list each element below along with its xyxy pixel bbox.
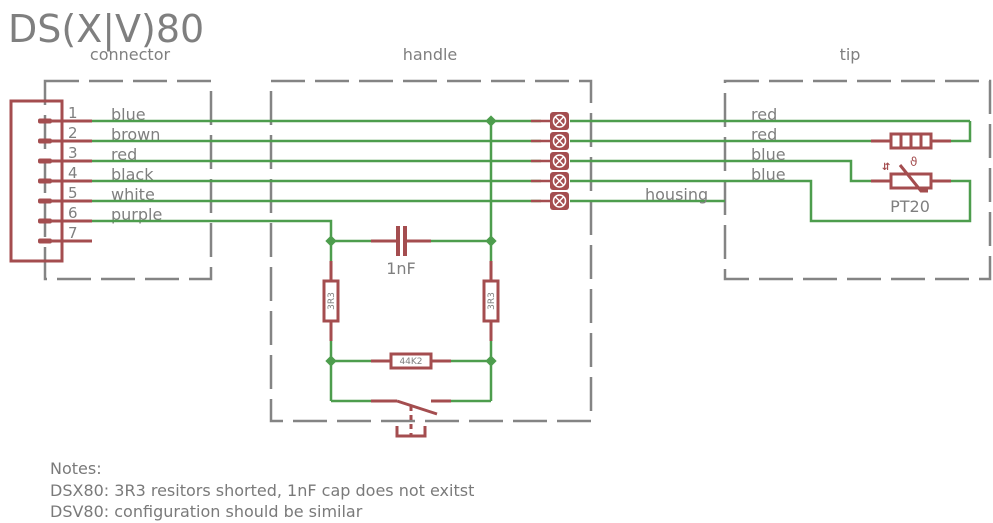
- handle-terminal: [531, 132, 569, 150]
- pin-number: 4: [68, 164, 78, 182]
- wire-color-label: purple: [111, 205, 162, 224]
- handle-terminal: [531, 172, 569, 190]
- resistor-left-3r3: [322, 261, 340, 341]
- handle-terminal: [531, 192, 569, 210]
- tip-wire-label: red: [751, 125, 777, 144]
- pin-number: 3: [68, 144, 78, 162]
- note-line: DSX80: 3R3 resitors shorted, 1nF cap doe…: [50, 481, 474, 500]
- wire-color-label: white: [111, 185, 155, 204]
- schematic-title: DS(X|V)80: [8, 7, 204, 52]
- wire-junction: [325, 235, 337, 247]
- resistor-bottom-label: 44K2: [399, 357, 422, 367]
- wire-3-tip: [570, 159, 871, 183]
- handle-terminal: [531, 112, 569, 130]
- main-wires: [92, 119, 972, 241]
- connector-block-label: connector: [90, 45, 171, 64]
- tip-block-label: tip: [840, 45, 861, 64]
- tip-loop-wire: [951, 121, 972, 143]
- resistor-right-label: 3R3: [487, 292, 497, 310]
- wire-color-label: brown: [111, 125, 160, 144]
- handle-network: 1nF 3R3 3R3 44K2: [322, 115, 500, 438]
- tip-frame: [723, 79, 992, 281]
- pin-number: 7: [68, 224, 78, 242]
- tip-heater: [871, 132, 951, 150]
- tip-thermistor: ⇵ ϑ: [871, 155, 951, 193]
- connector-pin-contact: [38, 218, 52, 224]
- handle-terminal: [531, 152, 569, 170]
- connector-pin-contact: [38, 178, 52, 184]
- wire-color-label: black: [111, 165, 154, 184]
- capacitor-1nf: [371, 226, 431, 256]
- wire-color-label: red: [111, 145, 137, 164]
- handle-block-label: handle: [403, 45, 458, 64]
- svg-text:⇵: ⇵: [882, 162, 890, 173]
- connector-pin-contact: [38, 138, 52, 144]
- tip-wire-label: blue: [751, 145, 786, 164]
- connector-pin-contact: [38, 198, 52, 204]
- connector-pin-contact: [38, 238, 52, 244]
- pin-number: 6: [68, 204, 78, 222]
- capacitor-label: 1nF: [386, 259, 416, 278]
- connector-pin-contact: [38, 118, 52, 124]
- pin-number: 2: [68, 124, 78, 142]
- pin-number: 5: [68, 184, 78, 202]
- housing-label: housing: [645, 185, 708, 204]
- note-line: DSV80: configuration should be similar: [50, 502, 363, 521]
- resistor-44k2: [371, 352, 451, 370]
- wire-junction: [485, 355, 497, 367]
- handle-frame: [269, 79, 593, 423]
- tip-wire-label: blue: [751, 165, 786, 184]
- wire-junction: [485, 235, 497, 247]
- wire-color-label: blue: [111, 105, 146, 124]
- wire-junction: [485, 115, 497, 127]
- wire-4-tip: [570, 179, 972, 223]
- pin-number: 1: [68, 104, 78, 122]
- resistor-left-label: 3R3: [327, 292, 337, 310]
- push-switch: [371, 399, 451, 438]
- resistor-right-3r3: [482, 261, 500, 341]
- connector-pin-contact: [38, 158, 52, 164]
- notes-heading: Notes:: [50, 459, 102, 478]
- svg-text:ϑ: ϑ: [910, 155, 917, 169]
- tip-wire-label: red: [751, 105, 777, 124]
- wire-6: [92, 219, 333, 241]
- wire-junction: [325, 355, 337, 367]
- sensor-label: PT20: [890, 197, 930, 216]
